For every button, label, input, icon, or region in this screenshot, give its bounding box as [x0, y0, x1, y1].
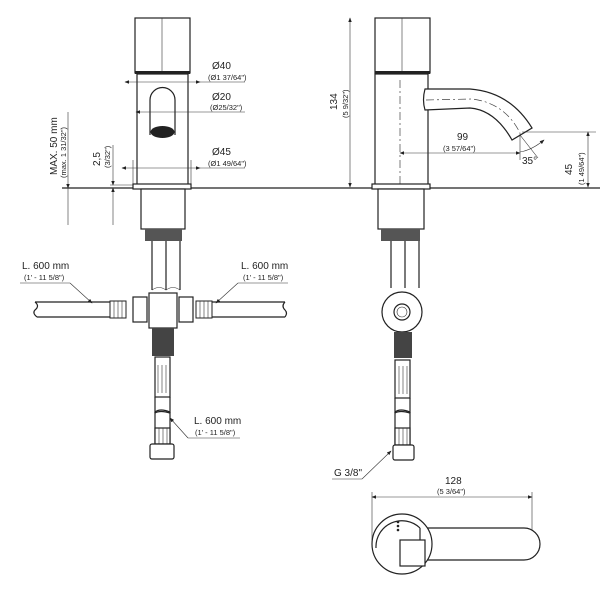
dim-spout-h-in: (1 49/64")	[577, 152, 586, 185]
dim-d40-in: (Ø1 37/64")	[208, 73, 247, 82]
side-view-faucet	[371, 17, 533, 288]
hose-left-label: L. 600 mm	[22, 261, 69, 272]
dim-reach-in: (3 57/64")	[443, 144, 476, 153]
thread-label: G 3/8"	[334, 468, 362, 479]
dim-reach: 99	[457, 132, 469, 143]
dim-height-in: (5 9/32")	[341, 89, 350, 118]
side-connector	[332, 291, 423, 480]
dim-d40: Ø40	[212, 61, 231, 72]
t-fitting-assembly	[20, 282, 288, 460]
dim-length-in: (5 3/64")	[437, 487, 466, 496]
dim-d45: Ø45	[212, 147, 231, 158]
dim-height: 134	[329, 93, 340, 110]
top-view-faucet	[371, 492, 541, 575]
front-dimensions: Ø40 (Ø1 37/64") Ø20 (Ø25/32") Ø45 (Ø1 49…	[49, 61, 247, 225]
hose-right-label-in: (1' - 11 5/8")	[243, 273, 284, 282]
dim-gap: 2,5	[92, 152, 103, 166]
dim-angle: 35°	[522, 156, 537, 167]
dim-max: MAX. 50 mm	[49, 117, 60, 175]
dim-max-in: (max. 1 31/32")	[59, 126, 68, 178]
side-dimensions: 134 (5 9/32") 99 (3 57/64") 35° 45 (1 49…	[329, 17, 596, 188]
dim-gap-in: (3/32")	[103, 145, 112, 168]
dim-length: 128	[445, 476, 462, 487]
hose-right-label: L. 600 mm	[241, 261, 288, 272]
front-view-faucet	[132, 17, 192, 291]
hose-left-label-in: (1' - 11 5/8")	[24, 273, 65, 282]
dim-d20: Ø20	[212, 92, 231, 103]
dim-spout-h: 45	[564, 163, 575, 175]
dim-d45-in: (Ø1 49/64")	[208, 159, 247, 168]
dim-d20-in: (Ø25/32")	[210, 103, 243, 112]
hose-bottom-label-in: (1' - 11 5/8")	[195, 428, 236, 437]
sensor-window	[150, 126, 175, 138]
hose-bottom-label: L. 600 mm	[194, 416, 241, 427]
